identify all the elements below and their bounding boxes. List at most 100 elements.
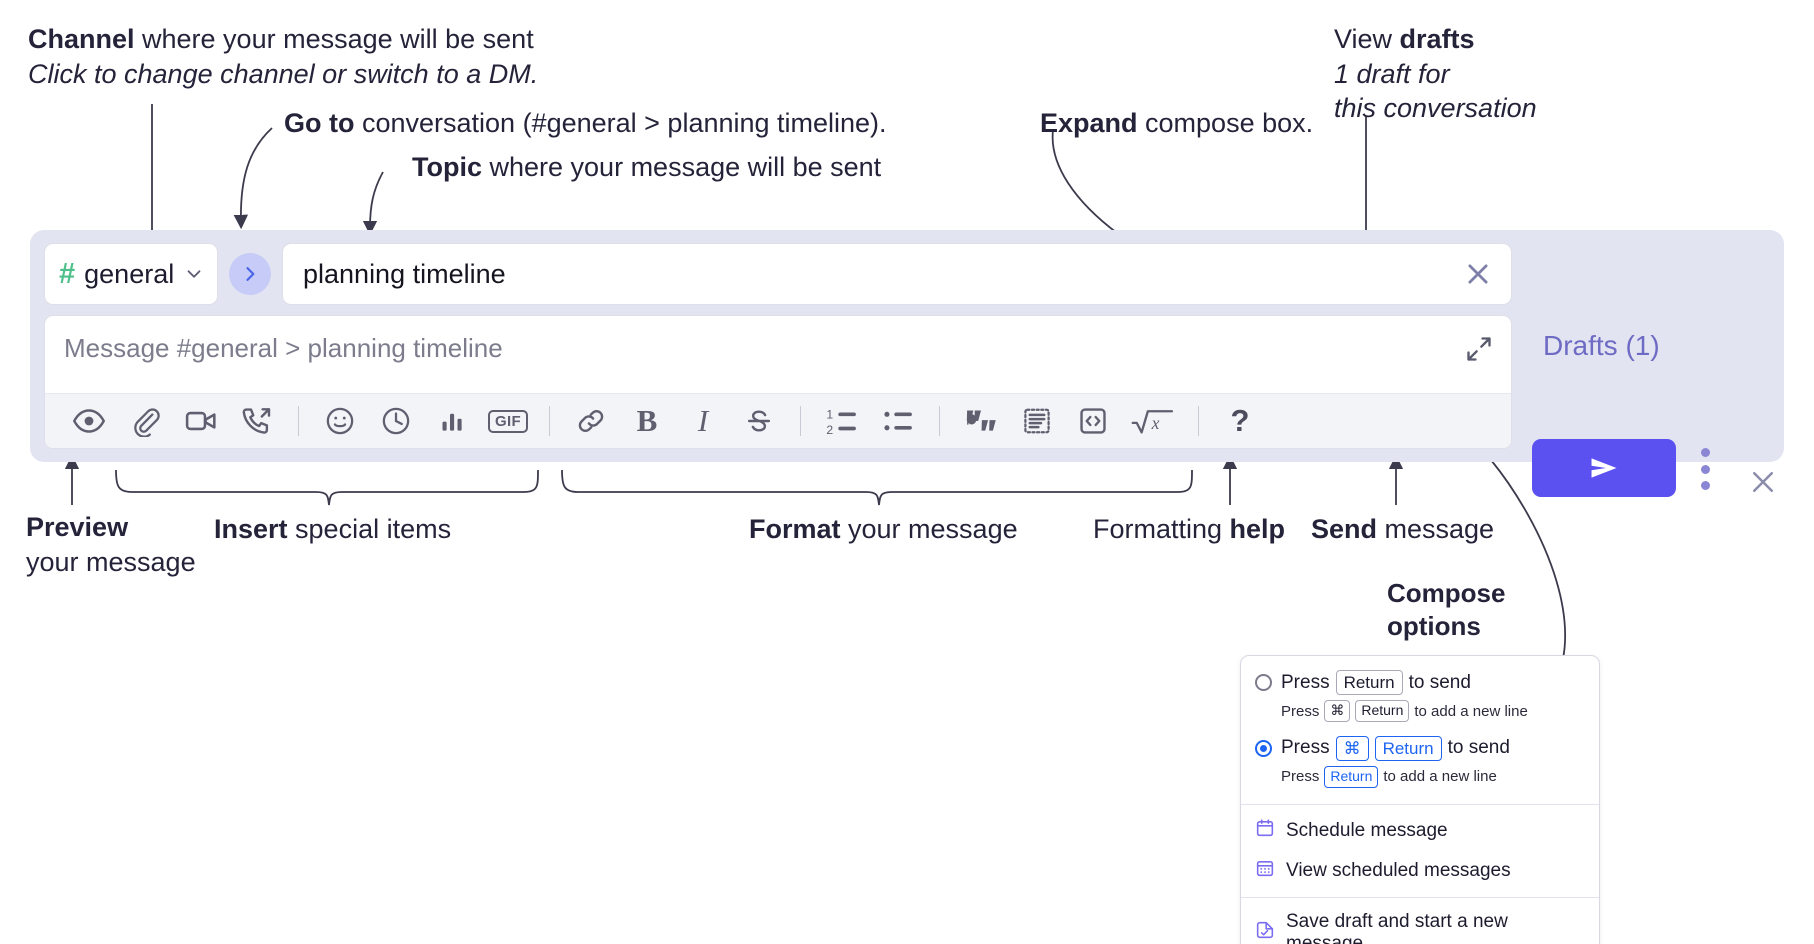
drafts-link[interactable]: Drafts (1) — [1543, 330, 1660, 361]
blockquote-icon[interactable] — [953, 397, 1009, 445]
go-to-conversation-button[interactable] — [229, 253, 271, 295]
annotation-insert-bold: Insert — [214, 514, 288, 544]
annotation-preview-bold: Preview — [26, 512, 129, 542]
press-label: Press — [1281, 737, 1330, 759]
annotation-goto-rest: conversation (#general > planning timeli… — [354, 108, 887, 138]
link-icon[interactable] — [563, 397, 619, 445]
italic-icon[interactable]: I — [675, 397, 731, 445]
formatting-toolbar: GIF B I — [45, 393, 1511, 448]
svg-text:2: 2 — [826, 423, 833, 437]
key-command: ⌘ — [1324, 700, 1351, 722]
bold-icon[interactable]: B — [619, 397, 675, 445]
bulleted-list-icon[interactable] — [870, 397, 926, 445]
radio-button-selected[interactable] — [1255, 739, 1272, 757]
menu-item-label: Schedule message — [1286, 819, 1448, 841]
expand-icon[interactable] — [1465, 335, 1493, 363]
annotation-drafts-line3: this conversation — [1334, 93, 1537, 124]
compose-options-button[interactable] — [1692, 448, 1718, 490]
key-return: Return — [1335, 670, 1403, 696]
key-return: Return — [1374, 735, 1442, 761]
latex-icon[interactable]: x — [1121, 397, 1185, 445]
close-icon[interactable] — [1463, 259, 1493, 289]
menu-item-view-scheduled[interactable]: View scheduled messages — [1241, 851, 1599, 891]
send-option-return-sub: Press ⌘ Return to add a new line — [1241, 695, 1599, 732]
svg-text:1: 1 — [826, 408, 833, 422]
menu-item-schedule-message[interactable]: Schedule message — [1241, 811, 1599, 851]
tail-label: to send — [1408, 671, 1471, 693]
strikethrough-icon[interactable] — [731, 397, 787, 445]
close-icon[interactable] — [1748, 467, 1778, 497]
annotation-format-rest: your message — [840, 514, 1018, 544]
annotation-channel: Channel where your message will be sent … — [28, 22, 538, 91]
send-option-return-label: Press Return to send — [1281, 670, 1471, 696]
send-option-cmd-return-sub: Press Return to add a new line — [1241, 761, 1599, 798]
annotation-insert: Insert special items — [214, 512, 451, 547]
toolbar-separator — [298, 406, 299, 436]
italic-glyph: I — [697, 403, 709, 438]
audio-call-icon[interactable] — [229, 397, 285, 445]
ordered-list-icon[interactable]: 1 2 — [814, 397, 870, 445]
channel-selector[interactable]: # general — [44, 243, 218, 305]
annotation-preview-line2: your message — [26, 546, 196, 577]
code-block-icon[interactable] — [1009, 397, 1065, 445]
key-command: ⌘ — [1335, 735, 1369, 761]
press-label: Press — [1281, 671, 1330, 693]
annotation-preview: Preview your message — [26, 510, 196, 579]
send-option-return[interactable]: Press Return to send — [1241, 666, 1599, 696]
topic-value: planning timeline — [303, 258, 506, 289]
annotation-drafts-bold: drafts — [1399, 24, 1475, 54]
message-input[interactable]: Message #general > planning timeline — [45, 316, 1511, 394]
press-label: Press — [1281, 702, 1320, 720]
clock-icon[interactable] — [368, 397, 424, 445]
topic-input[interactable]: planning timeline — [282, 243, 1512, 305]
dot — [1700, 448, 1710, 457]
annotation-help-bold: help — [1229, 514, 1286, 544]
help-icon[interactable]: ? — [1212, 397, 1268, 445]
key-return: Return — [1355, 700, 1410, 722]
annotation-channel-italic: Click to change channel or switch to a D… — [28, 58, 539, 89]
tail-label: to add a new line — [1383, 768, 1497, 786]
menu-divider — [1241, 803, 1599, 805]
annotation-compose-line1: Compose — [1387, 578, 1506, 608]
send-option-cmd-return[interactable]: Press ⌘ Return to send — [1241, 732, 1599, 761]
annotation-insert-rest: special items — [287, 514, 452, 544]
chevron-down-icon — [183, 263, 205, 285]
svg-text:x: x — [1151, 413, 1160, 433]
message-placeholder: Message #general > planning timeline — [64, 333, 503, 363]
radio-button[interactable] — [1255, 674, 1272, 692]
poll-icon[interactable] — [424, 397, 480, 445]
compose-header-row: # general planning timeline — [44, 243, 1512, 305]
annotation-expand: Expand compose box. — [1040, 106, 1313, 141]
dot — [1700, 464, 1710, 474]
attachment-icon[interactable] — [117, 397, 173, 445]
annotation-send: Send message — [1311, 512, 1494, 547]
send-message-button[interactable] — [1532, 439, 1676, 497]
video-icon[interactable] — [173, 397, 229, 445]
annotation-channel-rest: where your message will be sent — [134, 24, 534, 54]
annotation-drafts-line2: 1 draft for — [1334, 58, 1450, 89]
annotation-send-rest: message — [1377, 514, 1495, 544]
annotation-formatting-help: Formatting help — [1093, 512, 1285, 547]
annotation-drafts-rest: View — [1334, 24, 1400, 54]
menu-item-save-draft[interactable]: Save draft and start a new message — [1241, 904, 1599, 944]
annotation-topic-rest: where your message will be sent — [482, 152, 882, 182]
save-draft-icon — [1255, 920, 1275, 944]
dot — [1700, 481, 1710, 490]
compose-panel: # general planning timeline — [30, 230, 1784, 492]
calendar-icon — [1255, 818, 1275, 844]
annotation-expand-rest: compose box. — [1137, 108, 1314, 138]
annotation-goto: Go to conversation (#general > planning … — [284, 106, 887, 141]
gif-icon[interactable]: GIF — [480, 397, 536, 445]
key-return: Return — [1324, 766, 1379, 788]
emoji-icon[interactable] — [312, 397, 368, 445]
tail-label: to send — [1447, 737, 1510, 759]
preview-icon[interactable] — [61, 397, 117, 445]
calendar-grid-icon — [1255, 858, 1275, 884]
annotation-help-rest: Formatting — [1093, 514, 1230, 544]
annotation-compose-line2: options — [1387, 611, 1481, 642]
inline-code-icon[interactable] — [1065, 397, 1121, 445]
help-glyph: ? — [1230, 403, 1250, 438]
annotation-drafts: View drafts 1 draft for this conversatio… — [1334, 22, 1537, 126]
compose-inner: # general planning timeline — [44, 243, 1512, 449]
